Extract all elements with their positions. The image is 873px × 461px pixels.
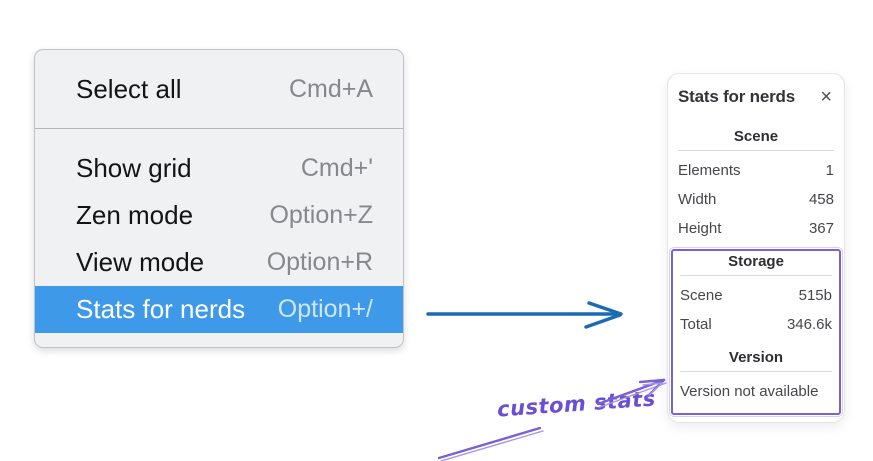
stat-row: Total 346.6k xyxy=(680,310,832,339)
stats-panel-header: Stats for nerds × xyxy=(678,87,834,107)
section-scene: Scene Elements 1 Width 458 Height 367 xyxy=(678,128,834,243)
menu-item-label: View mode xyxy=(76,247,205,277)
menu-divider xyxy=(35,128,403,129)
menu-group-top: Select all Cmd+A xyxy=(35,50,403,128)
stats-panel-title: Stats for nerds xyxy=(678,87,795,106)
menu-item-shortcut: Option+R xyxy=(266,248,373,276)
stats-panel: Stats for nerds × Scene Elements 1 Width… xyxy=(667,73,845,423)
close-icon[interactable]: × xyxy=(820,86,832,108)
menu-group-bottom: Show grid Cmd+' Zen mode Option+Z View m… xyxy=(35,129,403,333)
menu-item-shortcut: Cmd+A xyxy=(288,74,373,103)
menu-item-shortcut: Option+Z xyxy=(269,201,373,229)
section-header: Version xyxy=(728,349,784,366)
menu-item-label: Select all xyxy=(76,73,182,104)
menu-item-shortcut: Cmd+' xyxy=(300,154,373,182)
stat-label: Total xyxy=(680,316,712,333)
stat-label: Width xyxy=(678,191,717,208)
stat-label: Height xyxy=(678,220,722,237)
section-header: Scene xyxy=(733,128,779,145)
section-version: Version Version not available xyxy=(680,349,832,406)
stat-value: 367 xyxy=(808,220,834,237)
stat-label: Elements xyxy=(678,162,741,179)
section-divider xyxy=(680,275,832,276)
section-divider xyxy=(680,371,832,372)
version-note: Version not available xyxy=(680,383,819,400)
flow-arrow-icon xyxy=(426,301,623,329)
section-divider xyxy=(678,150,834,151)
stat-row: Elements 1 xyxy=(678,156,834,185)
menu-item-label: Show grid xyxy=(76,153,192,183)
stat-row: Scene 515b xyxy=(680,281,832,310)
menu-item-shortcut: Option+/ xyxy=(277,295,373,323)
section-header: Storage xyxy=(728,253,784,270)
stat-value: 346.6k xyxy=(786,316,832,333)
menu-item-label: Stats for nerds xyxy=(76,294,246,324)
stat-value: 1 xyxy=(825,162,834,179)
stat-label: Scene xyxy=(680,287,723,304)
stat-row: Width 458 xyxy=(678,185,834,214)
stat-value: 515b xyxy=(798,287,832,304)
menu-item-show-grid[interactable]: Show grid Cmd+' xyxy=(35,145,403,192)
menu-item-view-mode[interactable]: View mode Option+R xyxy=(35,239,403,286)
section-storage: Storage Scene 515b Total 346.6k xyxy=(680,253,832,339)
stat-value: 458 xyxy=(808,191,834,208)
menu-item-stats-for-nerds[interactable]: Stats for nerds Option+/ xyxy=(35,286,403,333)
annotation-rectangle: Storage Scene 515b Total 346.6k Version … xyxy=(669,247,843,417)
menu-item-select-all[interactable]: Select all Cmd+A xyxy=(35,50,403,128)
context-menu: Select all Cmd+A Show grid Cmd+' Zen mod… xyxy=(34,49,404,348)
menu-item-label: Zen mode xyxy=(76,200,194,230)
annotation-custom-stats: custom stats xyxy=(496,386,657,422)
menu-item-zen-mode[interactable]: Zen mode Option+Z xyxy=(35,192,403,239)
stat-row: Height 367 xyxy=(678,214,834,243)
